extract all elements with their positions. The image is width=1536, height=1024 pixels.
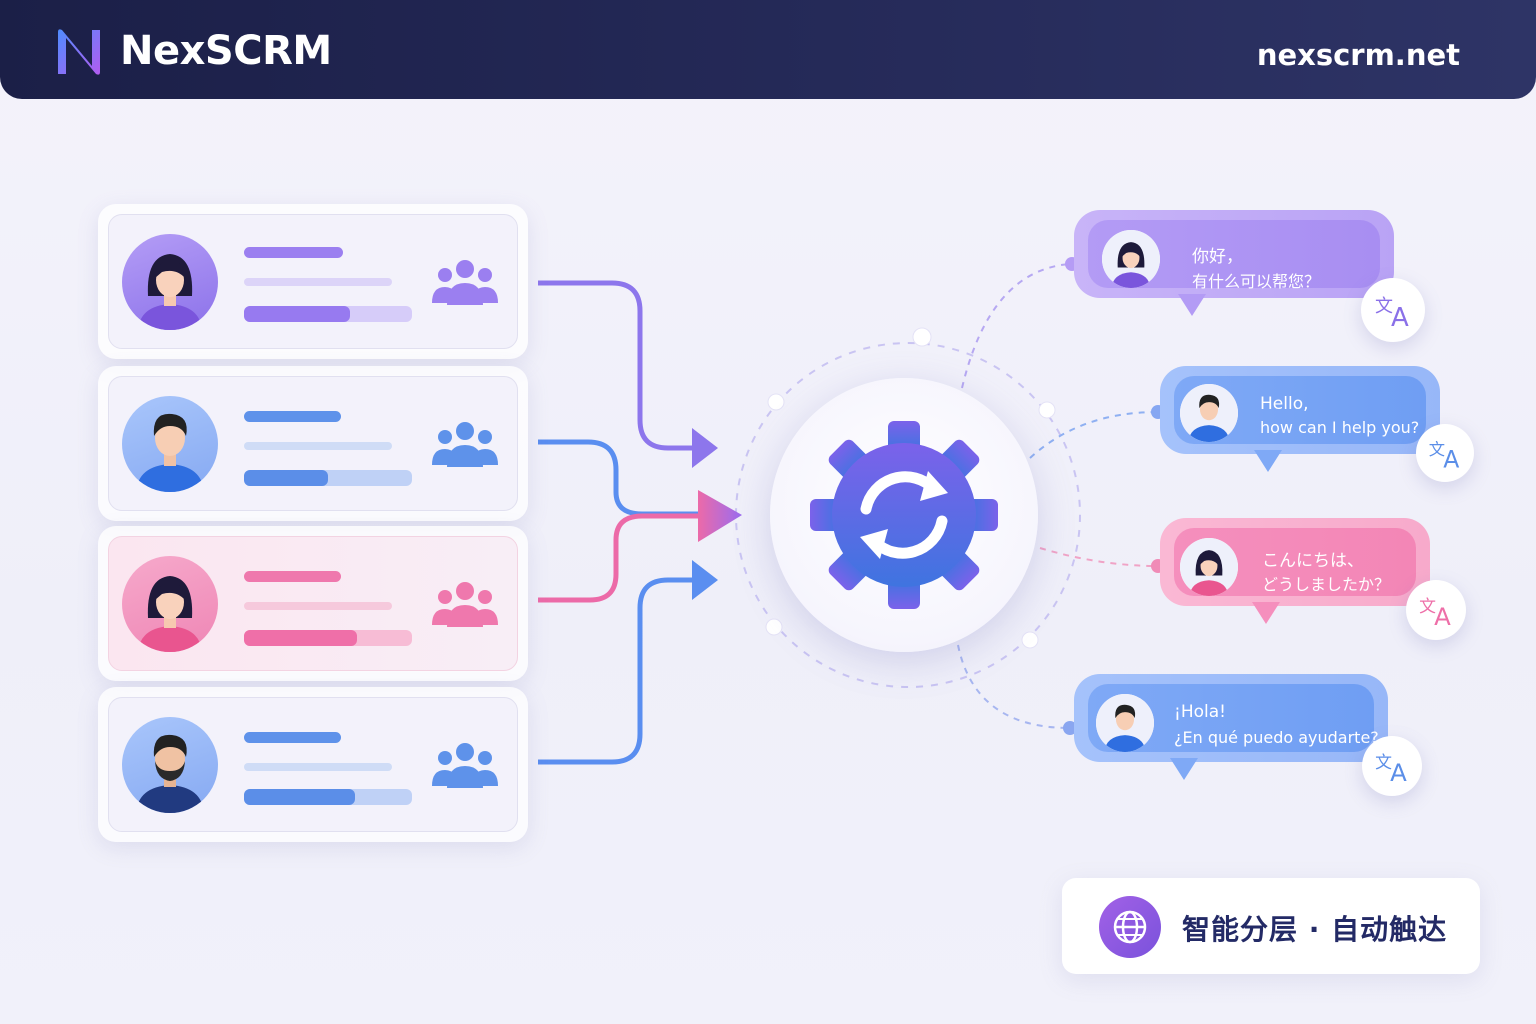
customer-card[interactable] xyxy=(98,366,528,521)
agent-avatar xyxy=(1180,538,1238,596)
top-header: NexSCRM nexscrm.net xyxy=(0,0,1536,99)
dashed-link xyxy=(957,644,1071,729)
globe-icon xyxy=(1099,896,1161,958)
text-placeholder-bar xyxy=(244,278,392,286)
svg-text:A: A xyxy=(1390,758,1407,787)
progress-fill xyxy=(244,789,355,805)
arrow-head xyxy=(698,490,742,542)
group-icon xyxy=(432,260,498,305)
group-icon xyxy=(432,582,498,627)
arrow-head xyxy=(692,428,718,468)
bubble-tail xyxy=(1178,294,1206,316)
message-line-2: 有什么可以帮您？ xyxy=(1192,272,1321,291)
progress-track xyxy=(244,630,412,646)
customer-card[interactable] xyxy=(98,204,528,359)
brand-domain[interactable]: nexscrm.net xyxy=(1256,38,1460,72)
orbit-dot xyxy=(1038,401,1056,419)
connector-line xyxy=(538,513,710,603)
group-icon xyxy=(432,743,498,788)
orbit-dot xyxy=(912,327,932,347)
chat-bubble-chinese[interactable]: 你好， 有什么可以帮您？ xyxy=(1074,210,1394,316)
message-line-1: 你好， xyxy=(1192,247,1243,267)
message-line-2: どうしましたか？ xyxy=(1262,575,1391,594)
group-icon xyxy=(432,422,498,467)
agent-avatar xyxy=(1102,230,1160,288)
feature-badge-text: 智能分层 · 自动触达 xyxy=(1182,913,1448,946)
orbit-dot xyxy=(1021,631,1039,649)
title-placeholder-bar xyxy=(244,247,343,258)
chat-bubble-japanese[interactable]: こんにちは、 どうしましたか？ xyxy=(1160,518,1430,624)
orbit-dot xyxy=(765,618,783,636)
message-line-1: Hello, xyxy=(1260,394,1309,414)
progress-track xyxy=(244,789,412,805)
connector-line xyxy=(538,280,700,451)
bubble-tail xyxy=(1254,450,1282,472)
svg-text:文: 文 xyxy=(1375,296,1393,317)
bubble-tail xyxy=(1170,758,1198,780)
arrow-head xyxy=(692,560,718,600)
man-avatar xyxy=(122,396,218,492)
title-placeholder-bar xyxy=(244,732,341,743)
woman-avatar xyxy=(122,234,218,330)
message-line-2: how can I help you? xyxy=(1260,418,1420,437)
svg-text:文: 文 xyxy=(1429,440,1445,459)
text-placeholder-bar xyxy=(244,442,392,450)
progress-fill xyxy=(244,630,357,646)
gear-sync-icon xyxy=(810,421,998,609)
agent-avatar xyxy=(1096,694,1154,752)
svg-text:文: 文 xyxy=(1375,752,1392,772)
svg-text:A: A xyxy=(1434,602,1451,631)
title-placeholder-bar xyxy=(244,571,341,582)
bubble-tail xyxy=(1252,602,1280,624)
connector-line xyxy=(538,577,700,765)
svg-text:文: 文 xyxy=(1419,596,1436,616)
connector-line xyxy=(538,439,710,517)
progress-track xyxy=(244,470,412,486)
svg-text:A: A xyxy=(1391,303,1409,333)
chat-bubble-spanish[interactable]: ¡Hola! ¿En qué puedo ayudarte? xyxy=(1074,674,1388,780)
orbit-dot xyxy=(767,393,785,411)
text-placeholder-bar xyxy=(244,763,392,771)
title-placeholder-bar xyxy=(244,411,341,422)
message-line-1: こんにちは、 xyxy=(1262,551,1364,571)
bearded-man-avatar xyxy=(122,717,218,813)
agent-avatar xyxy=(1180,384,1238,442)
automation-hub xyxy=(770,378,1038,652)
progress-fill xyxy=(244,470,328,486)
dashed-link xyxy=(961,263,1071,389)
brand-name: NexSCRM xyxy=(120,28,332,74)
svg-text:A: A xyxy=(1443,446,1459,474)
dashed-link xyxy=(1039,547,1159,567)
progress-track xyxy=(244,306,412,322)
link-dot xyxy=(1063,721,1077,735)
woman-avatar xyxy=(122,556,218,652)
chat-bubble-english[interactable]: Hello, how can I help you? xyxy=(1160,366,1440,472)
customer-card[interactable] xyxy=(98,526,528,681)
progress-fill xyxy=(244,306,350,322)
customer-card[interactable] xyxy=(98,687,528,842)
dashed-link xyxy=(1029,411,1159,459)
message-line-1: ¡Hola! xyxy=(1174,702,1226,722)
nexscrm-logo-icon xyxy=(58,29,100,75)
message-line-2: ¿En qué puedo ayudarte? xyxy=(1174,728,1379,747)
feature-badge: 智能分层 · 自动触达 xyxy=(1062,878,1480,974)
text-placeholder-bar xyxy=(244,602,392,610)
